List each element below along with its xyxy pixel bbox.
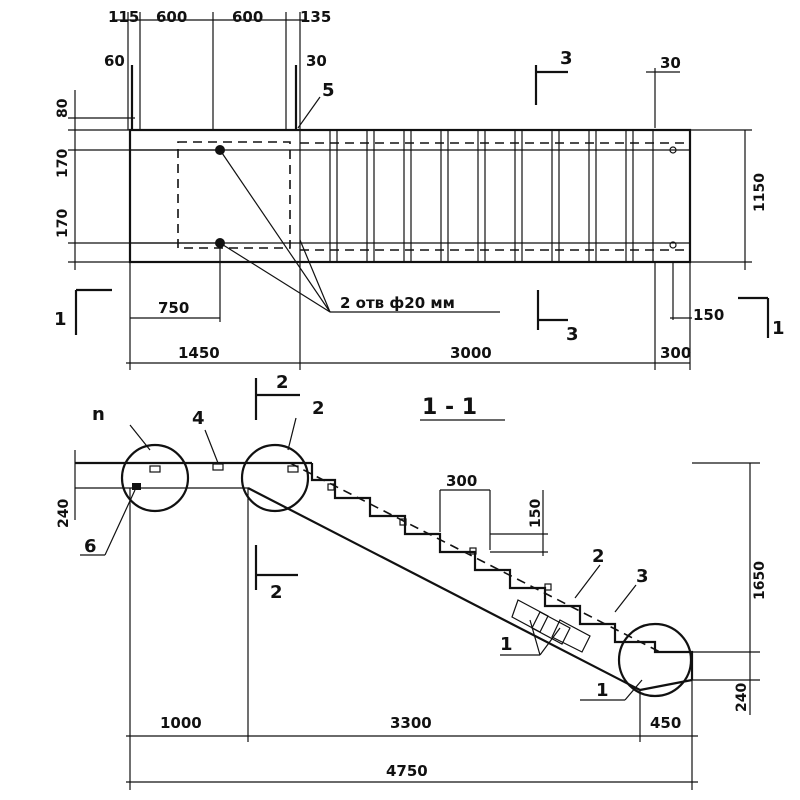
dim-3300: 3300 (390, 714, 432, 732)
stair-steps (310, 463, 694, 680)
dim-1650: 1650 (752, 561, 768, 600)
dim-300-step: 300 (446, 472, 477, 490)
marker-6: 6 (84, 536, 97, 557)
section-1-right: 1 (772, 318, 785, 339)
marker-1-circle: 1 (596, 680, 609, 701)
section-2-bottom: 2 (270, 582, 283, 603)
detail-circle-2 (240, 443, 310, 513)
dim-1450: 1450 (178, 344, 220, 362)
section-2-top: 2 (276, 372, 289, 393)
marker-2-step: 2 (592, 546, 605, 567)
section-3-top: 3 (560, 48, 573, 69)
marker-n: n (92, 404, 105, 425)
dim-1000: 1000 (160, 714, 202, 732)
dim-600-right: 600 (232, 8, 263, 26)
dim-60: 60 (104, 52, 125, 70)
dim-600-left: 600 (156, 8, 187, 26)
dim-1150: 1150 (752, 173, 768, 212)
marker-5: 5 (322, 80, 335, 101)
dim-240-top: 240 (56, 499, 72, 528)
section-view: 1 - 1 2 2 240 n 4 2 6 (56, 372, 768, 790)
marker-1-blocks: 1 (500, 634, 513, 655)
dim-30-right: 30 (660, 54, 681, 72)
section-3-bottom: 3 (566, 324, 579, 345)
dim-3000: 3000 (450, 344, 492, 362)
marker-4: 4 (192, 408, 205, 429)
dim-115: 115 (108, 8, 139, 26)
dim-135: 135 (300, 8, 331, 26)
dim-30-bolt: 30 (306, 52, 327, 70)
dim-750: 750 (158, 299, 189, 317)
plan-view: 115 600 600 135 60 30 5 3 30 80 170 170 (54, 8, 785, 370)
dim-80: 80 (55, 98, 71, 118)
angle-blocks (511, 599, 591, 653)
dim-240-bottom: 240 (734, 683, 750, 712)
section-1-left: 1 (54, 309, 67, 330)
detail-circle-n (120, 443, 190, 513)
holes-note: 2 отв ф20 мм (340, 294, 455, 312)
dim-4750: 4750 (386, 762, 428, 780)
section-title: 1 - 1 (422, 395, 477, 420)
dim-300-plan: 300 (660, 344, 691, 362)
dim-450: 450 (650, 714, 681, 732)
dim-170-top: 170 (55, 149, 71, 178)
dim-150-plan: 150 (693, 306, 724, 324)
marker-3: 3 (636, 566, 649, 587)
marker-2-circle: 2 (312, 398, 325, 419)
dim-170-bottom: 170 (55, 209, 71, 238)
plan-treads (299, 129, 690, 263)
dim-150-step: 150 (528, 499, 544, 528)
